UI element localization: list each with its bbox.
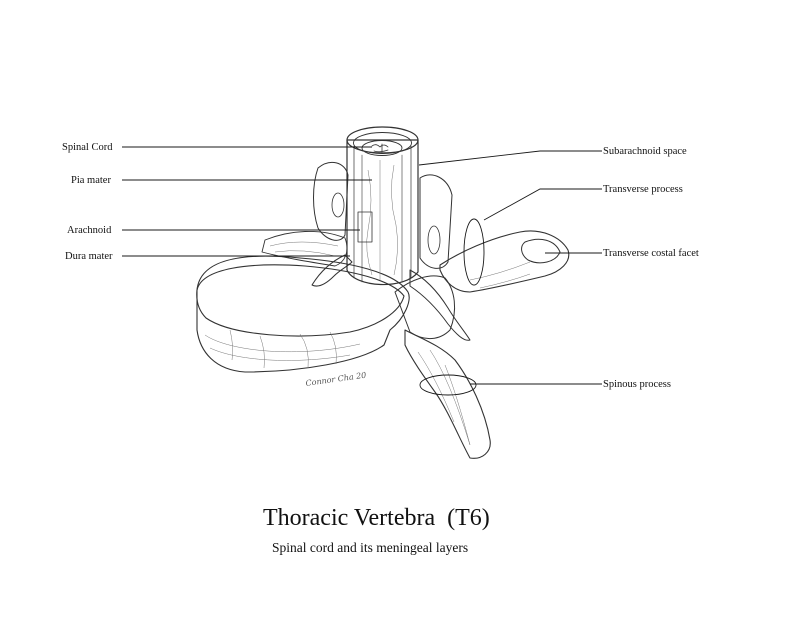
label-spinous-process: Spinous process [603, 379, 671, 390]
transverse-process [439, 230, 570, 293]
vertebral-body-top [196, 264, 405, 337]
transverse-process-ring [463, 218, 485, 286]
articular-process-left [313, 161, 349, 241]
label-arachnoid: Arachnoid [67, 225, 112, 236]
leader-transverse-process [483, 188, 602, 221]
grey-matter [371, 143, 389, 153]
diagram-subtitle: Spinal cord and its meningeal layers [272, 540, 468, 555]
arachnoid-flap [357, 211, 373, 243]
dura-mater-top [346, 126, 419, 154]
spinal-cord-top [361, 140, 403, 156]
nerve-root-left [311, 254, 353, 287]
vertebra-illustration: Connor Cha 20 [196, 126, 570, 459]
leader-subarachnoid-space [418, 150, 602, 166]
spinous-process-ring [419, 374, 477, 396]
artist-signature: Connor Cha 20 [305, 371, 367, 388]
label-transverse-costal-facet: Transverse costal facet [603, 248, 699, 259]
transverse-costal-facet [521, 238, 561, 264]
articular-process-right [419, 174, 453, 269]
labels: Spinal Cord Pia mater Arachnoid Dura mat… [62, 142, 699, 390]
label-subarachnoid-space: Subarachnoid space [603, 146, 687, 157]
label-dura-mater: Dura mater [65, 251, 113, 262]
nerve-root-right [409, 269, 471, 341]
arachnoid-top [353, 132, 412, 154]
label-transverse-process: Transverse process [603, 184, 683, 195]
diagram-title: Thoracic Vertebra (T6) [263, 505, 490, 531]
spinous-process [404, 329, 491, 459]
lamina [394, 275, 456, 339]
label-pia-mater: Pia mater [71, 175, 111, 186]
leader-lines [122, 146, 602, 396]
label-spinal-cord: Spinal Cord [62, 142, 113, 153]
dura-mater-sheath [346, 139, 419, 286]
